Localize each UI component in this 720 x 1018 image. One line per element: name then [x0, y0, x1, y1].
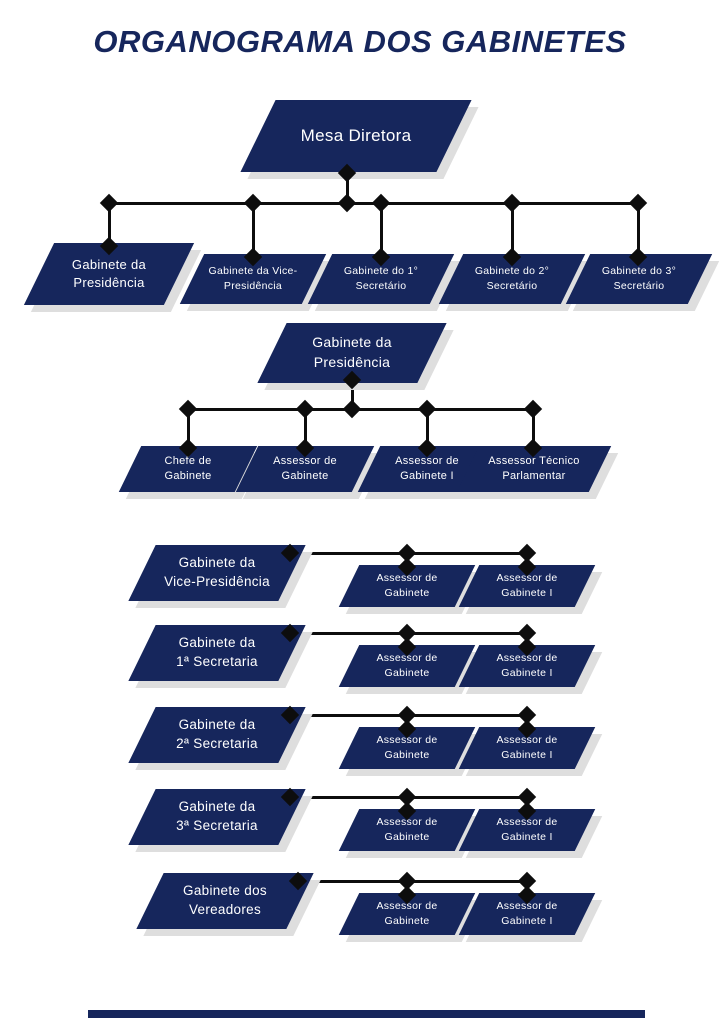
connector-diamond — [342, 399, 362, 419]
node-assessor-gabinete-3sec: Assessor de Gabinete — [338, 809, 483, 858]
node-assessor-gabinete-ver-label: Assessor de Gabinete — [376, 900, 438, 927]
connector-line — [252, 202, 255, 258]
node-mesa-diretora: Mesa Diretora — [240, 100, 479, 179]
connector-line — [380, 202, 383, 258]
footer-bar — [88, 1010, 645, 1018]
node-assessor-gabinete-i-1sec: Assessor de Gabinete I — [458, 645, 603, 694]
node-gabinete-vice-presidencia-label: Gabinete da Vice- Presidência — [208, 265, 298, 292]
node-gabinete-3-secretario-label: Gabinete do 3° Secretário — [601, 265, 677, 292]
connector-line — [511, 202, 514, 258]
node-assessor-gabinete-i-ver: Assessor de Gabinete I — [458, 893, 603, 942]
connector-line — [351, 378, 354, 412]
node-gabinete-vice-presidencia-row: Gabinete da Vice-Presidência — [128, 545, 313, 608]
connector-diamond — [502, 193, 522, 213]
node-gabinete-3-secretaria: Gabinete da 3ª Secretaria — [128, 789, 313, 852]
node-assessor-gabinete-i-presidencia-label: Assessor de Gabinete I — [395, 454, 459, 482]
connector-diamond — [295, 399, 315, 419]
node-assessor-gabinete-3sec-label: Assessor de Gabinete — [376, 816, 438, 843]
node-assessor-gabinete-i-1sec-label: Assessor de Gabinete I — [496, 652, 558, 679]
node-assessor-gabinete-i-2sec-label: Assessor de Gabinete I — [496, 734, 558, 761]
node-assessor-gabinete-i-presidencia: Assessor de Gabinete I — [357, 446, 504, 499]
connector-diamond — [523, 399, 543, 419]
node-gabinete-1-secretaria-label: Gabinete da 1ª Secretaria — [176, 635, 258, 669]
node-gabinete-dos-vereadores: Gabinete dos Vereadores — [136, 873, 321, 936]
node-assessor-gabinete-vice: Assessor de Gabinete — [338, 565, 483, 614]
node-gabinete-dos-vereadores-label: Gabinete dos Vereadores — [183, 883, 267, 917]
node-gabinete-2-secretaria: Gabinete da 2ª Secretaria — [128, 707, 313, 770]
node-mesa-diretora-label: Mesa Diretora — [300, 126, 412, 146]
connector-diamond — [243, 193, 263, 213]
node-gabinete-presidencia-parent: Gabinete da Presidência — [257, 323, 454, 390]
connector-diamond — [417, 399, 437, 419]
connector-diamond — [99, 193, 119, 213]
node-assessor-gabinete-i-3sec: Assessor de Gabinete I — [458, 809, 603, 858]
node-gabinete-vice-presidencia: Gabinete da Vice- Presidência — [179, 254, 334, 311]
node-gabinete-1-secretaria: Gabinete da 1ª Secretaria — [128, 625, 313, 688]
node-gabinete-2-secretario-label: Gabinete do 2° Secretário — [474, 265, 550, 292]
connector-line — [108, 202, 111, 248]
node-assessor-gabinete-1sec: Assessor de Gabinete — [338, 645, 483, 694]
connector-diamond — [371, 193, 391, 213]
node-assessor-gabinete-i-vice: Assessor de Gabinete I — [458, 565, 603, 614]
node-gabinete-3-secretaria-label: Gabinete da 3ª Secretaria — [176, 799, 258, 833]
connector-line — [426, 408, 429, 448]
node-assessor-gabinete-presidencia-label: Assessor de Gabinete — [273, 454, 337, 482]
connector-line — [187, 408, 190, 448]
connector-diamond — [337, 193, 357, 213]
node-assessor-tecnico-parlamentar-label: Assessor Técnico Parlamentar — [488, 454, 580, 482]
node-gabinete-1-secretario-label: Gabinete do 1° Secretário — [343, 265, 419, 292]
node-assessor-gabinete-presidencia: Assessor de Gabinete — [235, 446, 382, 499]
node-assessor-gabinete-vice-label: Assessor de Gabinete — [376, 572, 438, 599]
node-gabinete-presidencia-label: Gabinete da Presidência — [71, 256, 147, 290]
node-assessor-gabinete-i-2sec: Assessor de Gabinete I — [458, 727, 603, 776]
node-assessor-gabinete-ver: Assessor de Gabinete — [338, 893, 483, 942]
node-assessor-gabinete-2sec-label: Assessor de Gabinete — [376, 734, 438, 761]
node-gabinete-presidencia-parent-label: Gabinete da Presidência — [312, 334, 392, 370]
node-gabinete-2-secretaria-label: Gabinete da 2ª Secretaria — [176, 717, 258, 751]
node-gabinete-1-secretario: Gabinete do 1° Secretário — [307, 254, 462, 311]
node-assessor-gabinete-i-3sec-label: Assessor de Gabinete I — [496, 816, 558, 843]
node-gabinete-presidencia: Gabinete da Presidência — [23, 243, 202, 312]
connector-line — [187, 408, 535, 411]
connector-line — [637, 202, 640, 258]
connector-diamond — [628, 193, 648, 213]
node-assessor-gabinete-1sec-label: Assessor de Gabinete — [376, 652, 438, 679]
connector-line — [304, 408, 307, 448]
page-title: ORGANOGRAMA DOS GABINETES — [93, 24, 627, 59]
node-gabinete-vice-presidencia-row-label: Gabinete da Vice-Presidência — [164, 555, 270, 589]
node-chefe-de-gabinete-label: Chefe de Gabinete — [164, 454, 212, 482]
node-assessor-gabinete-i-vice-label: Assessor de Gabinete I — [496, 572, 558, 599]
node-gabinete-3-secretario: Gabinete do 3° Secretário — [565, 254, 720, 311]
node-chefe-de-gabinete: Chefe de Gabinete — [118, 446, 265, 499]
node-assessor-gabinete-i-ver-label: Assessor de Gabinete I — [496, 900, 558, 927]
connector-line — [346, 170, 349, 206]
node-assessor-tecnico-parlamentar: Assessor Técnico Parlamentar — [456, 446, 619, 499]
node-gabinete-2-secretario: Gabinete do 2° Secretário — [438, 254, 593, 311]
node-assessor-gabinete-2sec: Assessor de Gabinete — [338, 727, 483, 776]
connector-line — [532, 408, 535, 448]
connector-diamond — [178, 399, 198, 419]
